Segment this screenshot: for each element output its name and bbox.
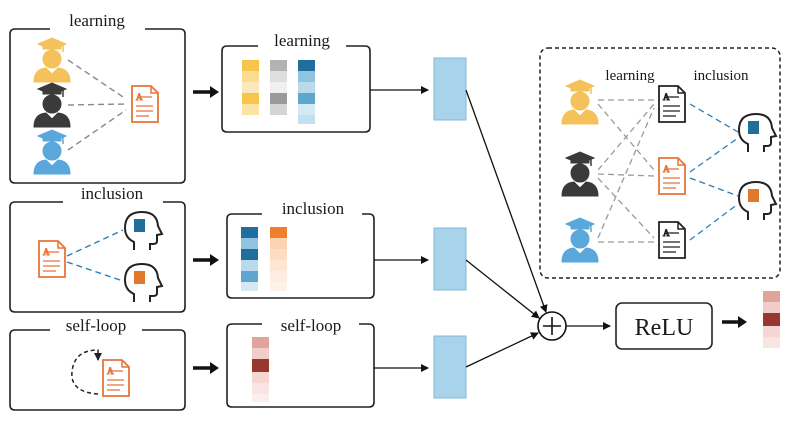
resource-document-icon — [658, 85, 686, 123]
graph-inclusion-edges — [689, 103, 739, 241]
blue-concept-vector — [241, 227, 258, 291]
concept-book-icon — [748, 189, 759, 202]
concept-book-icon — [134, 271, 145, 284]
resource-document-icon — [102, 359, 130, 397]
transform-lines — [370, 86, 429, 372]
inclusion-hidden-box — [433, 227, 467, 291]
self-loop-hidden-box — [433, 335, 467, 399]
graph-inclusion-label: inclusion — [694, 68, 749, 84]
output-arrow — [722, 316, 747, 328]
learning-input-panel: learning — [9, 11, 186, 184]
learning-edges — [67, 59, 127, 151]
aggregation-lines — [465, 89, 548, 368]
blue-embedding-vector — [298, 60, 315, 124]
resource-document-icon — [38, 240, 66, 278]
student-yellow-icon — [561, 79, 599, 125]
learning-embedding-panel: learning — [221, 31, 371, 133]
student-blue-icon — [561, 217, 599, 263]
resource-document-icon — [658, 157, 686, 195]
graph-learning-label: learning — [605, 68, 655, 84]
sum-node — [537, 311, 567, 341]
concept-book-icon — [748, 121, 759, 134]
inclusion-edges — [66, 229, 124, 282]
self-loop-panel-label: self-loop — [66, 316, 126, 335]
learning-embedding-label: learning — [274, 31, 330, 50]
resource-document-icon — [131, 85, 159, 123]
student-blue-icon — [33, 129, 71, 175]
relu-label: ReLU — [635, 315, 694, 341]
inclusion-panel-label: inclusion — [81, 184, 144, 203]
self-loop-embedding-panel: self-loop — [226, 316, 375, 408]
input-arrows — [193, 86, 219, 374]
inclusion-embedding-panel: inclusion — [226, 199, 375, 299]
relu-block: ReLU — [615, 302, 713, 350]
learning-hidden-box — [433, 57, 467, 121]
heterogeneous-graph-panel: learning inclusion — [539, 47, 781, 279]
concept-book-icon — [134, 219, 145, 232]
self-loop-input-panel: self-loop — [9, 316, 186, 411]
student-black-icon — [561, 151, 599, 197]
resource-document-icon — [658, 221, 686, 259]
self-loop-embedding-label: self-loop — [281, 316, 341, 335]
inclusion-input-panel: inclusion — [9, 184, 186, 313]
learning-panel-label: learning — [69, 11, 125, 30]
gray-embedding-vector — [270, 60, 287, 115]
output-vector — [763, 291, 780, 348]
orange-concept-vector — [270, 227, 287, 291]
self-loop-vector — [252, 337, 269, 402]
student-yellow-icon — [33, 37, 71, 83]
inclusion-embedding-label: inclusion — [282, 199, 345, 218]
graph-learning-edges — [597, 99, 655, 243]
student-black-icon — [33, 82, 71, 128]
self-loop-edge — [71, 349, 102, 395]
yellow-embedding-vector — [242, 60, 259, 115]
